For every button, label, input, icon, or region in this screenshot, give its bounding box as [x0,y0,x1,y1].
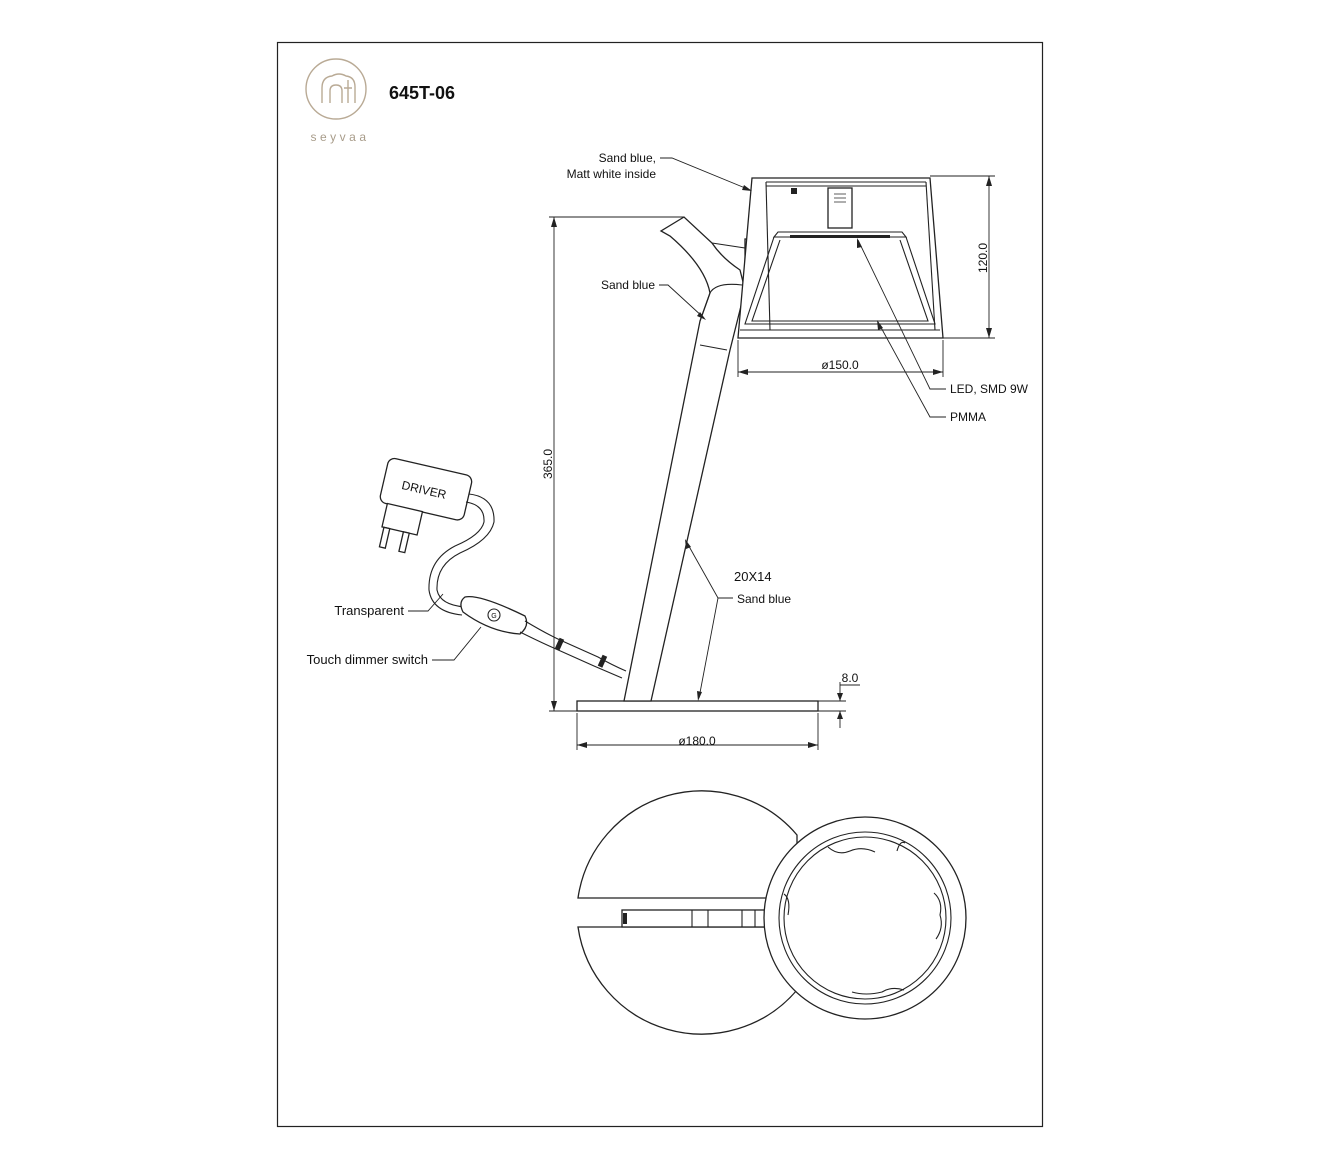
tube-color-label: Sand blue [737,592,791,606]
tube-size-label: 20X14 [734,569,772,584]
model-number: 645T-06 [389,83,455,103]
dimension-shade-diameter: ø150.0 [737,340,944,377]
brand-name: seyvaa [310,130,369,144]
callout-cable: Transparent [334,593,444,618]
brand-logo: seyvaa [305,58,369,144]
base-thickness-value: 8.0 [842,671,859,685]
switch-label: Touch dimmer switch [307,652,428,667]
led-label: LED, SMD 9W [950,382,1029,396]
callout-tube: 20X14 Sand blue [685,539,791,701]
callout-shade-color: Sand blue, Matt white inside [567,151,752,191]
power-symbol-icon: G [491,613,496,620]
total-height-value: 365.0 [541,449,555,479]
shade-height-value: 120.0 [976,243,990,273]
top-view [577,790,967,1035]
dimension-base-thickness: 8.0 [818,671,860,728]
shade-color-label-line2: Matt white inside [567,167,657,181]
arm-color-label: Sand blue [601,278,655,292]
lamp-shade [737,177,944,339]
callout-switch: Touch dimmer switch [307,626,482,667]
diffuser-label: PMMA [950,410,986,424]
dimension-shade-height: 120.0 [930,175,995,339]
power-cable: G [428,493,627,679]
dimension-base-diameter: ø180.0 [576,713,819,750]
base-diameter-value: ø180.0 [678,734,716,748]
shade-diameter-value: ø150.0 [821,358,859,372]
shade-color-label-line1: Sand blue, [599,151,656,165]
driver-plug: DRIVER [378,457,473,554]
cable-label: Transparent [334,603,404,618]
callout-led: LED, SMD 9W [857,238,1029,396]
drawing-frame [276,41,1044,1128]
lamp-base [576,700,819,712]
dimension-total-height: 365.0 [541,216,684,712]
led-chips [790,235,890,238]
callout-arm-color: Sand blue [601,278,706,320]
touch-dimmer-switch [460,595,528,635]
callout-diffuser: PMMA [877,320,986,424]
